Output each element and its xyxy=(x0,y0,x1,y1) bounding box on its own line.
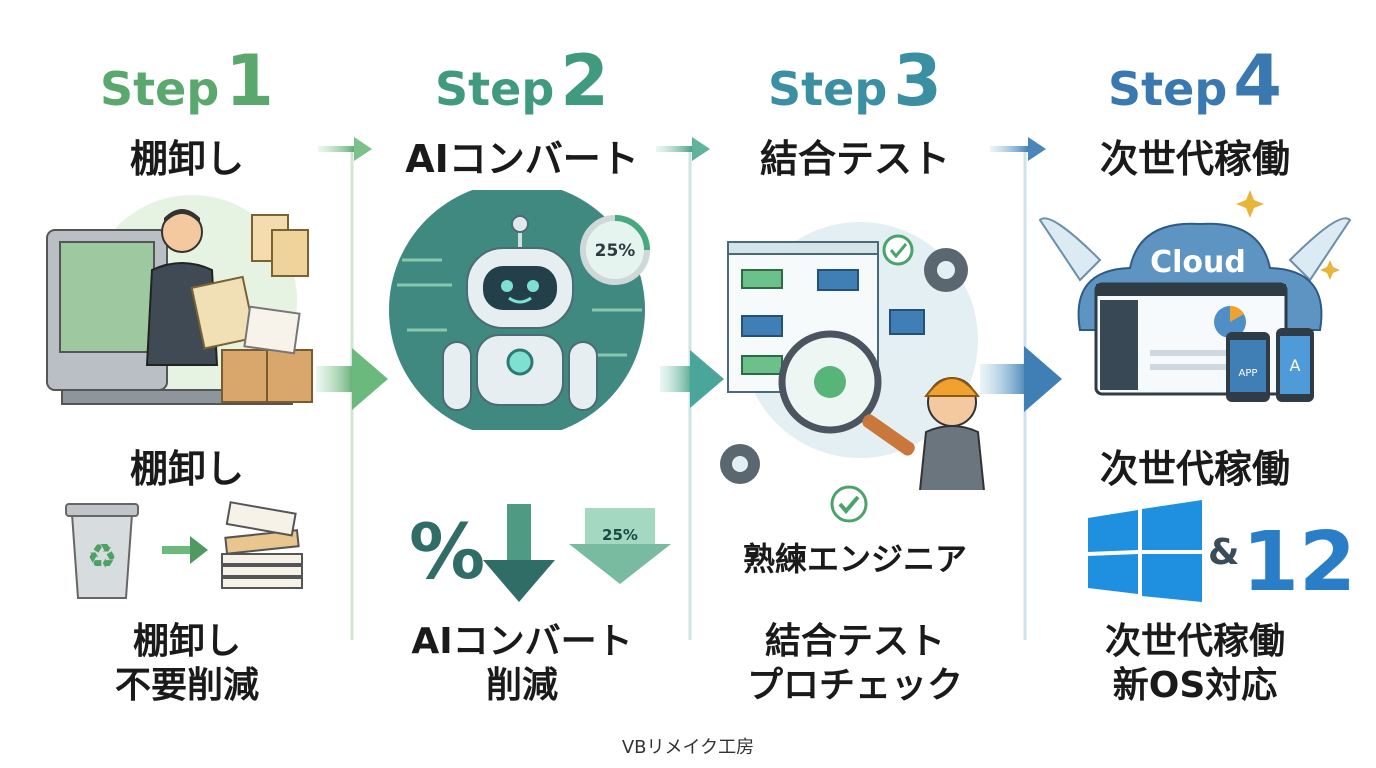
step-2-word: Step xyxy=(435,62,555,116)
step-1-column: Step1 棚卸し 棚卸し ♻ 棚卸し 不要削減 xyxy=(22,0,352,720)
ampersand-label: & xyxy=(1208,532,1239,573)
step-3-word: Step xyxy=(768,62,888,116)
step-3-title: 結合テスト xyxy=(759,137,950,181)
ai-robot-illustration: 25% xyxy=(389,190,650,430)
cloud-deploy-illustration: Cloud APP A xyxy=(1038,190,1352,402)
app-label: APP xyxy=(1239,368,1258,379)
os-version-label: 12 xyxy=(1242,515,1356,610)
svg-text:A: A xyxy=(1290,356,1301,375)
step-2-heading: Step2 xyxy=(357,40,687,122)
step-3-column: Step3 結合テスト 熟練エンジニア 結合テスト プロチェック xyxy=(690,0,1020,720)
engineer-figure xyxy=(919,377,985,490)
cleanup-illustration: ♻ xyxy=(65,501,303,599)
middle-arrow-2 xyxy=(660,350,724,408)
step-3-caption-line1: 結合テスト xyxy=(764,621,945,662)
wing-icon xyxy=(1038,217,1352,282)
step-1-caption-line1: 棚卸し xyxy=(132,621,241,662)
step-2-number: 2 xyxy=(560,40,609,122)
step-2-caption-line1: AIコンバート xyxy=(411,621,633,662)
down-arrow-icon xyxy=(483,504,555,602)
inventory-illustration xyxy=(46,195,313,405)
middle-arrow-1 xyxy=(316,348,388,410)
step-4-number: 4 xyxy=(1233,40,1282,122)
step-4-column: Step4 次世代稼働 Cloud APP A 次世代稼働 xyxy=(1030,0,1360,720)
step-2-caption-line2: 削減 xyxy=(485,665,558,706)
sparkle-icon xyxy=(1236,190,1340,280)
step-3-caption: 結合テスト プロチェック xyxy=(690,620,1020,708)
new-os-illustration: & 12 xyxy=(1088,500,1356,610)
step-3-number: 3 xyxy=(893,40,942,122)
step-3-mid-title: 熟練エンジニア xyxy=(742,540,967,578)
step-4-caption: 次世代稼働 新OS対応 xyxy=(1030,620,1360,708)
step-4-mid-title: 次世代稼働 xyxy=(1099,447,1290,491)
middle-arrow-3 xyxy=(980,346,1062,412)
cloud-label: Cloud xyxy=(1150,245,1246,280)
percent-down-arrow-icon: 25% xyxy=(569,508,671,584)
reduction-illustration: % 25% xyxy=(409,504,671,602)
step-1-word: Step xyxy=(100,62,220,116)
right-arrow-icon xyxy=(162,536,208,564)
step-1-mid-title: 棚卸し xyxy=(129,447,244,491)
gear-icon xyxy=(924,248,968,292)
percent-icon: % xyxy=(409,507,485,596)
check-badge-icon xyxy=(830,485,868,523)
step-4-heading: Step4 xyxy=(1030,40,1360,122)
step-1-title: 棚卸し xyxy=(129,137,244,181)
progress-ring-icon: 25% xyxy=(580,215,650,285)
windows-logo-icon xyxy=(1088,500,1202,602)
step-4-caption-line2: 新OS対応 xyxy=(1112,665,1278,706)
gear-icon-2 xyxy=(720,444,760,484)
upper-arrow-1 xyxy=(318,137,372,161)
svg-text:♻: ♻ xyxy=(87,537,117,577)
upper-arrow-2 xyxy=(656,137,710,161)
app-store-phone-icon: A xyxy=(1276,328,1314,402)
step-4-word: Step xyxy=(1108,62,1228,116)
step-1-heading: Step1 xyxy=(22,40,352,122)
footer-brand: VBリメイク工房 xyxy=(621,737,755,758)
step-1-caption: 棚卸し 不要削減 xyxy=(22,620,352,708)
check-icon xyxy=(882,234,914,266)
progress-ring-label: 25% xyxy=(595,241,636,261)
step-2-title: AIコンバート xyxy=(405,137,639,181)
step-1-caption-line2: 不要削減 xyxy=(114,665,259,706)
step-4-caption-line1: 次世代稼働 xyxy=(1104,621,1285,662)
step-2-column: Step2 AIコンバート 25% % xyxy=(357,0,687,720)
step-2-caption: AIコンバート 削減 xyxy=(357,620,687,708)
step-3-caption-line2: プロチェック xyxy=(746,665,963,706)
paper-stack-icon xyxy=(221,501,303,589)
magnifier-icon xyxy=(778,330,915,456)
step-1-number: 1 xyxy=(225,40,274,122)
step-3-heading: Step3 xyxy=(690,40,1020,122)
integration-test-illustration xyxy=(720,222,985,490)
recycle-bin-icon: ♻ xyxy=(65,503,139,599)
upper-arrow-3 xyxy=(990,137,1046,161)
tablet-icon: APP xyxy=(1226,332,1270,402)
percent-down-label: 25% xyxy=(602,526,638,544)
step-4-title: 次世代稼働 xyxy=(1099,137,1290,181)
